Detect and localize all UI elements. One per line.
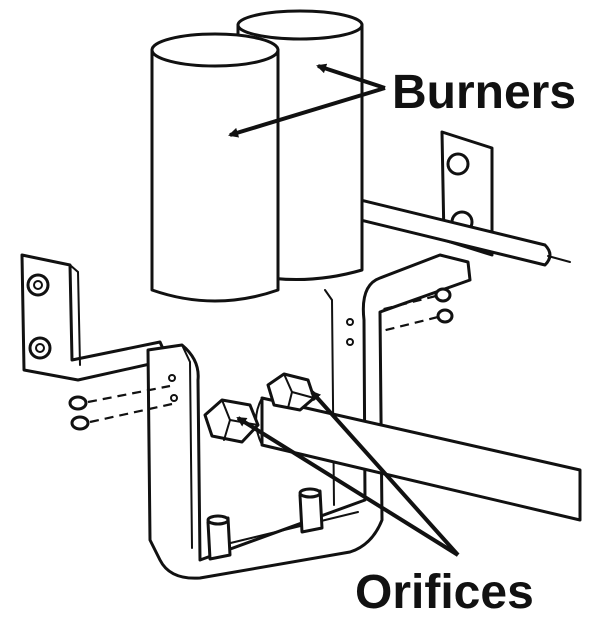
burners-label: Burners <box>392 66 576 119</box>
orifices-arrows <box>236 390 460 557</box>
left-bracket <box>20 253 170 382</box>
right-screws <box>346 287 454 346</box>
orifices-label: Orifices <box>355 566 534 619</box>
burners-arrows <box>228 63 386 138</box>
left-screws <box>68 374 178 431</box>
burner-cylinders <box>150 9 364 303</box>
channel-frame <box>146 253 472 580</box>
orifice-fittings <box>203 372 324 561</box>
